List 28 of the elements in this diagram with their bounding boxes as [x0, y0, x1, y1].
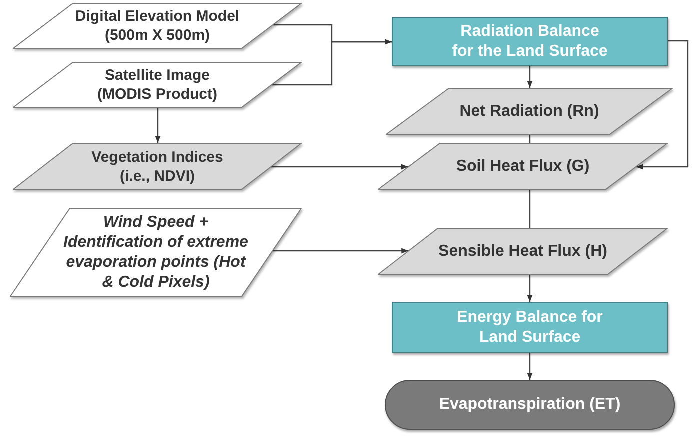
arrow	[271, 164, 408, 170]
arrow	[527, 275, 533, 302]
node-label: Soil Heat Flux (G)	[456, 156, 590, 176]
node-label: Wind Speed + Identification of extreme evaporation points (Hot & Cold Pixels)	[62, 212, 250, 292]
node-label: Sensible Heat Flux (H)	[438, 242, 608, 262]
arrow	[155, 108, 161, 143]
data-parallelogram	[13, 143, 302, 190]
node-label: Vegetation Indices (i.e., NDVI)	[90, 148, 224, 186]
arrow	[527, 353, 533, 380]
process-box	[392, 17, 668, 66]
data-parallelogram	[378, 143, 668, 190]
node-label: Net Radiation (Rn)	[460, 102, 600, 122]
process-box	[392, 302, 668, 353]
arrow	[272, 39, 392, 86]
node-label: Digital Elevation Model (500m X 500m)	[74, 7, 241, 45]
arrow	[636, 40, 689, 170]
input-parallelogram	[10, 208, 302, 297]
node-label: Radiation Balance for the Land Surface	[451, 22, 609, 62]
node-label: Satellite Image (MODIS Product)	[96, 66, 218, 104]
arrow	[273, 248, 409, 254]
node-label: Energy Balance for Land Surface	[456, 308, 604, 348]
connector-line	[529, 190, 531, 228]
data-parallelogram	[378, 228, 668, 275]
data-parallelogram	[386, 88, 673, 135]
input-parallelogram	[13, 3, 302, 49]
arrow	[527, 66, 533, 88]
input-parallelogram	[13, 62, 302, 108]
node-label: Evapotranspiration (ET)	[439, 395, 621, 415]
